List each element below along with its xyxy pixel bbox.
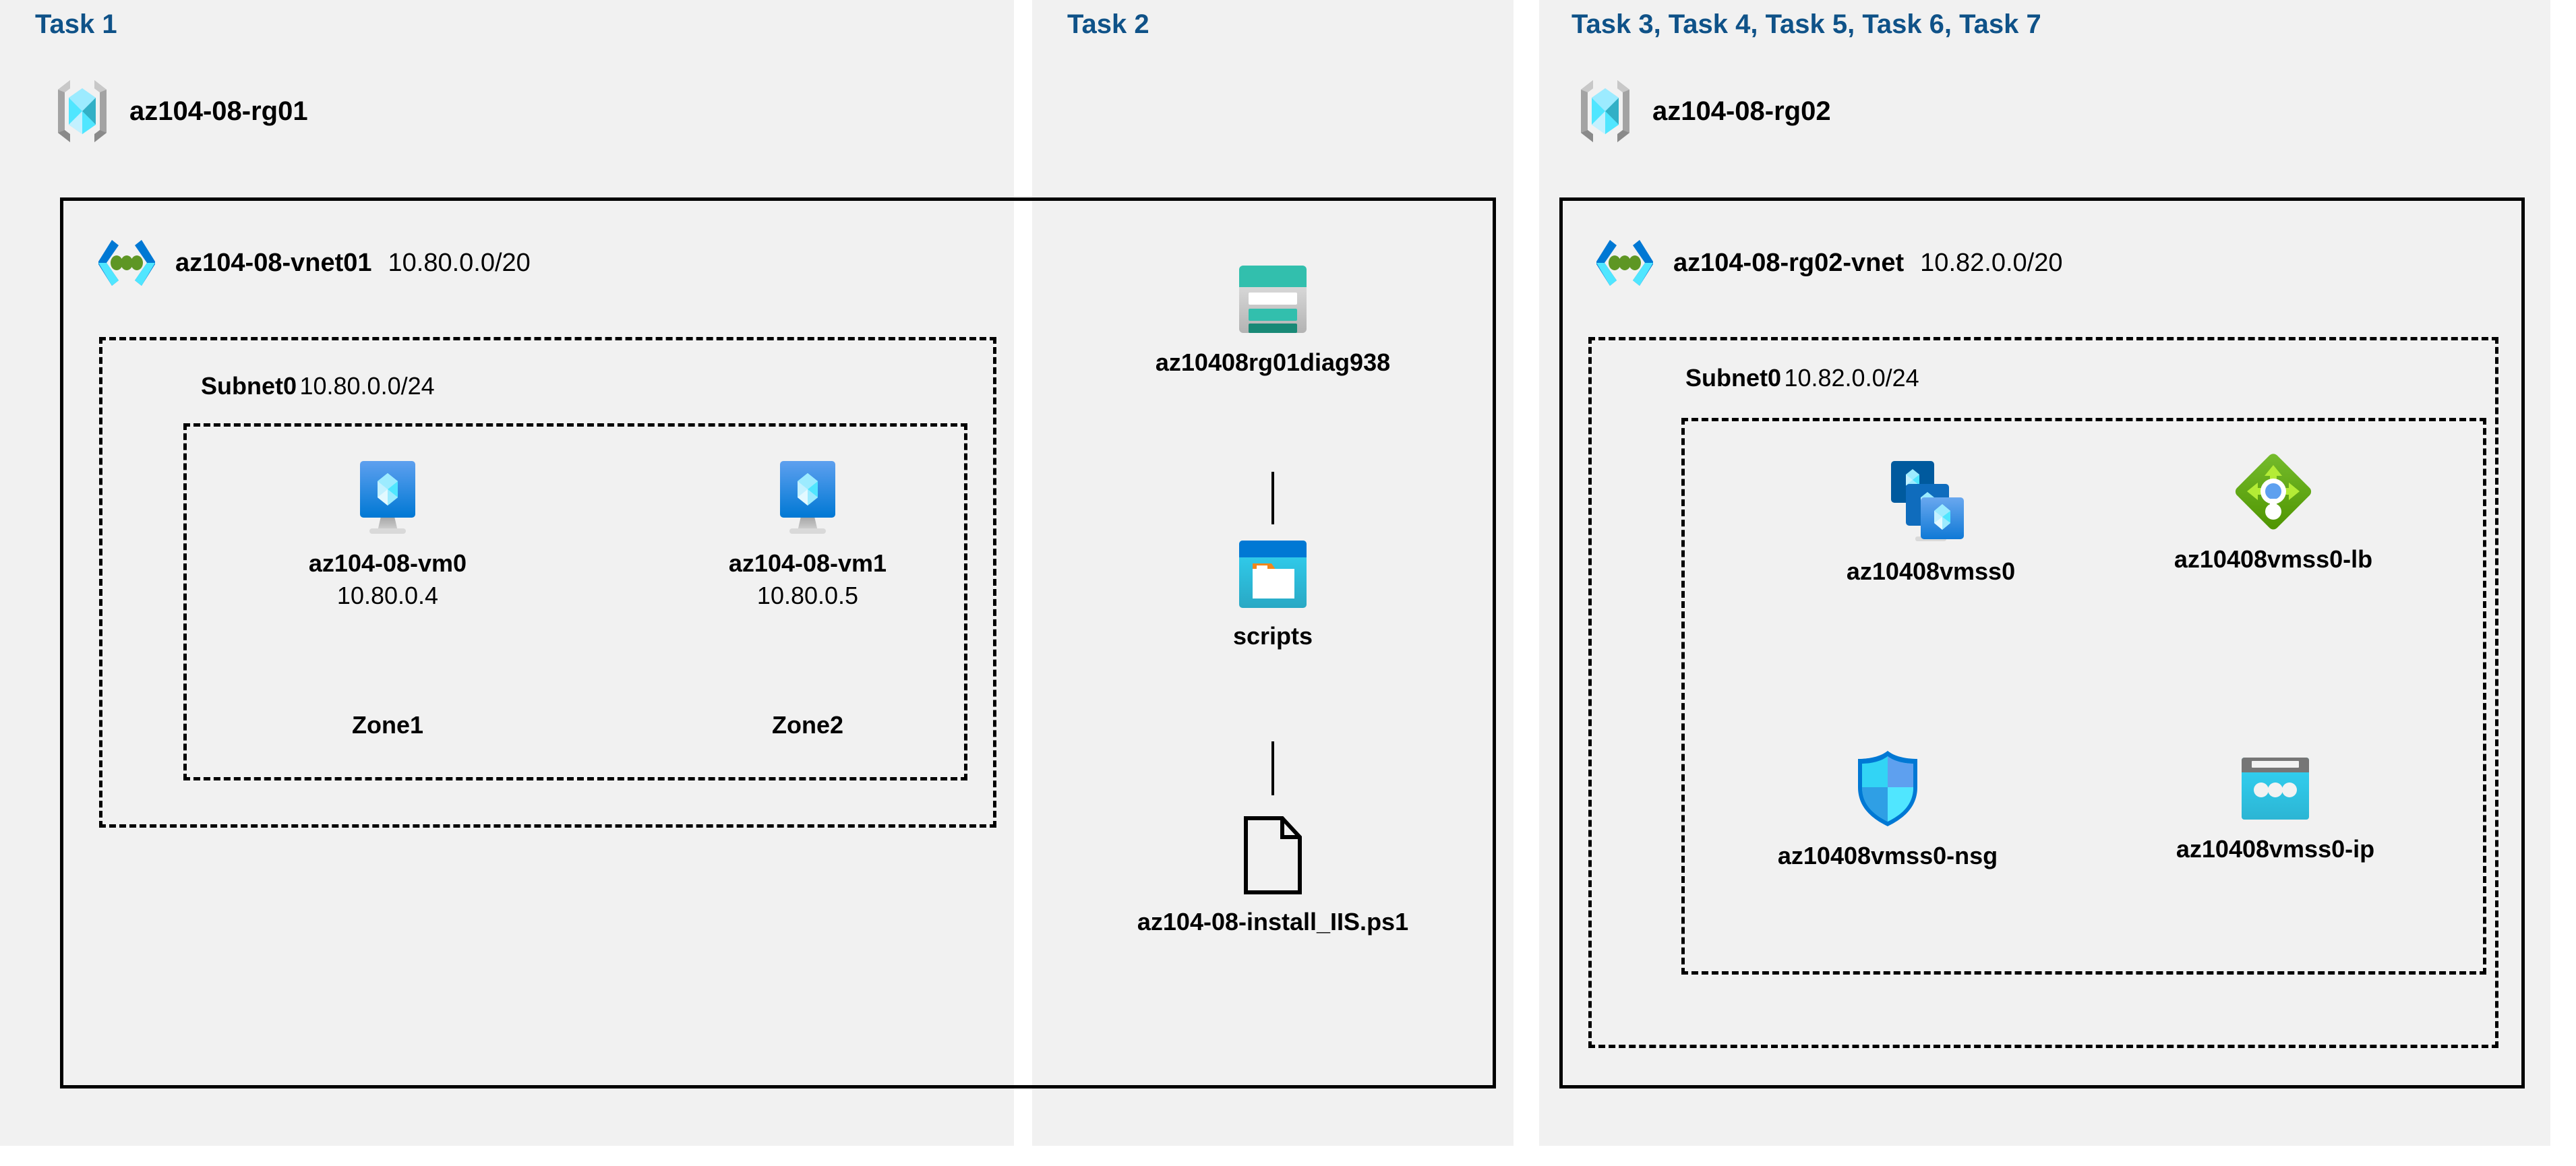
blob-container-label: scripts xyxy=(1232,622,1313,650)
subnet0-boundary-vnet01 xyxy=(99,337,996,828)
resource-group-icon xyxy=(53,78,112,145)
task3to7-title: Task 3, Task 4, Task 5, Task 6, Task 7 xyxy=(1571,9,2041,39)
vmss-node[interactable]: az10408vmss0 xyxy=(1809,457,2052,588)
blob-container-node[interactable]: scripts xyxy=(1172,539,1374,652)
subnet0-cidr: 10.80.0.0/24 xyxy=(299,372,435,400)
vmss-resources-boundary xyxy=(1681,418,2486,975)
file-icon xyxy=(1242,816,1304,895)
nsg-node[interactable]: az10408vmss0-nsg xyxy=(1766,748,2009,872)
task1-title: Task 1 xyxy=(35,9,117,39)
vnet01-name: az104-08-vnet01 xyxy=(175,248,372,277)
virtual-machine-icon xyxy=(771,458,845,536)
rg02-vnet-cidr: 10.82.0.0/20 xyxy=(1920,248,2063,277)
vm0-label: az104-08-vm0 xyxy=(308,549,467,577)
panel-task1 xyxy=(0,0,1014,1146)
vnet-boundary-vnet01 xyxy=(60,197,1496,1088)
vm1-zone: Zone2 xyxy=(771,711,843,739)
vnet01-header[interactable]: az104-08-vnet01 10.80.0.0/20 xyxy=(94,237,531,288)
vm0-ip: 10.80.0.4 xyxy=(336,581,439,609)
resource-group-rg02-label: az104-08-rg02 xyxy=(1652,96,1831,126)
virtual-machine-icon xyxy=(351,458,425,536)
subnet0-name: Subnet0 xyxy=(1685,364,1782,392)
virtual-network-icon xyxy=(1592,237,1657,288)
vm1-ip: 10.80.0.5 xyxy=(756,581,859,609)
panel-task3to7 xyxy=(1539,0,2550,1146)
public-ip-label: az10408vmss0-ip xyxy=(2176,835,2375,863)
nsg-label: az10408vmss0-nsg xyxy=(1777,842,1998,869)
blob-container-icon xyxy=(1238,539,1308,609)
subnet0-boundary-rg02-vnet xyxy=(1588,337,2498,1048)
subnet0-cidr: 10.82.0.0/24 xyxy=(1784,364,1919,392)
subnet0-header-vnet01: Subnet0 10.80.0.0/24 xyxy=(201,372,435,400)
connector-storage-to-scripts xyxy=(1271,472,1274,524)
resource-group-rg02[interactable]: az104-08-rg02 xyxy=(1576,78,1831,145)
task2-title: Task 2 xyxy=(1067,9,1149,39)
vm1-label: az104-08-vm1 xyxy=(728,549,887,577)
resource-group-icon xyxy=(1576,78,1635,145)
vnet-boundary-rg02-vnet xyxy=(1559,197,2525,1088)
public-ip-node[interactable]: az10408vmss0-ip xyxy=(2154,755,2397,865)
vm-scale-set-icon xyxy=(1886,457,1976,545)
availability-zones-boundary xyxy=(183,423,967,780)
vm0-zone: Zone1 xyxy=(351,711,423,739)
vmss-label: az10408vmss0 xyxy=(1846,557,2016,585)
rg02-vnet-name: az104-08-rg02-vnet xyxy=(1673,248,1905,277)
storage-account-icon xyxy=(1236,263,1309,336)
vm-node-az104-08-vm1[interactable]: az104-08-vm1 10.80.0.5 xyxy=(707,458,909,611)
resource-group-rg01[interactable]: az104-08-rg01 xyxy=(53,78,308,145)
subnet0-name: Subnet0 xyxy=(201,372,297,400)
load-balancer-label: az10408vmss0-lb xyxy=(2174,545,2373,573)
vm-node-az104-08-vm0[interactable]: az104-08-vm0 10.80.0.4 xyxy=(287,458,489,611)
script-file-node[interactable]: az104-08-install_IIS.ps1 xyxy=(1137,816,1408,938)
load-balancer-node[interactable]: az10408vmss0-lb xyxy=(2152,450,2395,576)
connector-scripts-to-file xyxy=(1271,741,1274,795)
rg02-vnet-header[interactable]: az104-08-rg02-vnet 10.82.0.0/20 xyxy=(1592,237,2062,288)
script-file-label: az104-08-install_IIS.ps1 xyxy=(1137,908,1409,935)
subnet0-header-rg02-vnet: Subnet0 10.82.0.0/24 xyxy=(1685,364,1919,392)
storage-account-node[interactable]: az10408rg01diag938 xyxy=(1156,263,1390,379)
resource-group-rg01-label: az104-08-rg01 xyxy=(129,96,308,126)
storage-account-label: az10408rg01diag938 xyxy=(1155,348,1391,376)
load-balancer-icon xyxy=(2232,450,2314,532)
virtual-network-icon xyxy=(94,237,159,288)
public-ip-address-icon xyxy=(2237,755,2314,822)
network-security-group-icon xyxy=(1853,748,1923,829)
vnet01-cidr: 10.80.0.0/20 xyxy=(388,248,531,277)
